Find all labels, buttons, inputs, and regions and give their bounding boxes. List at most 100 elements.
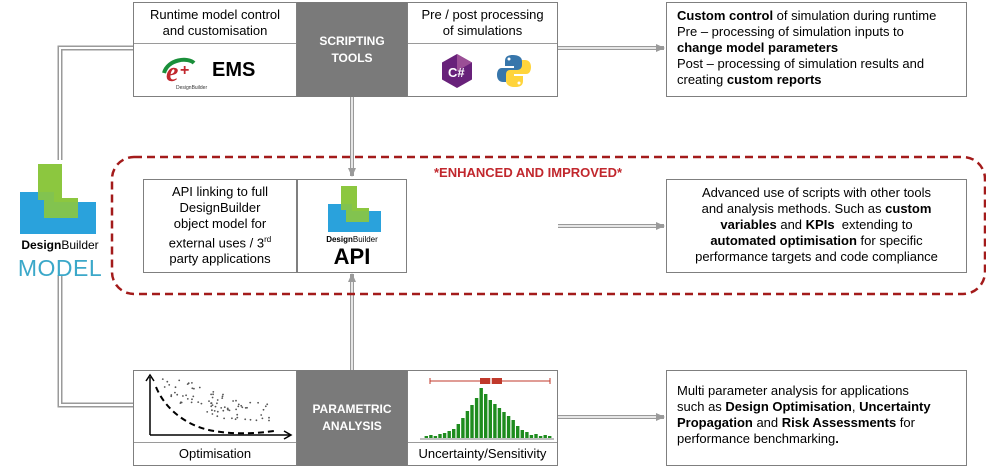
histogram-bar (479, 388, 483, 438)
scatter-dot (211, 404, 214, 406)
scatter-dot (212, 393, 214, 396)
uncertainty-histogram (420, 377, 554, 440)
scripting-right-cell: Pre / post processing of simulations C# (407, 2, 558, 97)
histogram-bar (538, 436, 543, 438)
histogram-bar (470, 405, 474, 438)
histogram-bar (442, 433, 447, 438)
scripting-band-line1: SCRIPTING (319, 33, 385, 48)
scatter-dot (190, 401, 193, 404)
histogram-bar (534, 434, 538, 438)
model-to-scripting-line (57, 45, 133, 160)
scatter-dot (170, 395, 173, 398)
designbuilder-api-logo-icon (328, 186, 381, 232)
scripting-right-label-line1: Pre / post processing (421, 7, 544, 22)
ems-small-label: DesignBuilder (176, 85, 207, 91)
scatter-dot (186, 398, 189, 400)
scatter-dot (257, 401, 259, 404)
scatter-dot (268, 419, 270, 422)
scatter-dot (182, 395, 184, 397)
api-logo-cell: DesignBuilder API (297, 179, 407, 273)
parametric-band-line2: ANALYSIS (322, 419, 382, 433)
histogram-bar (452, 429, 456, 438)
optimisation-plot-icon (145, 373, 293, 440)
api-label: API (333, 244, 371, 269)
scatter-dot (210, 393, 212, 396)
parametric-left-cell: Optimisation (133, 370, 297, 466)
scatter-dot (255, 419, 258, 422)
scatter-dot (216, 402, 218, 405)
scatter-dot (211, 413, 214, 415)
scatter-dot (163, 386, 166, 388)
scatter-dot (222, 393, 224, 396)
histogram-bar (548, 436, 552, 438)
scatter-dot (176, 393, 179, 396)
histogram-bar (488, 400, 492, 438)
scripting-band-line2: TOOLS (331, 50, 373, 65)
scatter-dot (166, 380, 169, 383)
scatter-dot (191, 398, 193, 401)
scatter-dot (178, 379, 181, 382)
histogram-bar (543, 435, 547, 438)
histogram-bar (429, 435, 433, 438)
scatter-dot (216, 399, 219, 401)
scatter-dot (244, 407, 247, 409)
scatter-dot (191, 387, 194, 390)
scatter-dot (240, 404, 243, 407)
designbuilder-logo-icon (20, 164, 96, 234)
python-logo-icon (497, 55, 531, 87)
scatter-dot (221, 395, 224, 398)
scatter-dot (186, 383, 189, 385)
histogram-bar (502, 412, 506, 438)
scatter-dot (197, 401, 200, 403)
api-logo-brand: DesignBuilder (326, 235, 378, 244)
scripting-right-label-line2: of simulations (442, 23, 523, 38)
scripting-tools-band: SCRIPTING TOOLS (297, 2, 407, 97)
scatter-dot (234, 418, 237, 421)
scatter-dot (170, 394, 173, 396)
histogram-bar (456, 424, 460, 438)
scripting-left-cell: Runtime model control and customisation … (133, 2, 297, 97)
scatter-dot (268, 416, 270, 419)
scatter-dot (223, 417, 225, 420)
scatter-dot (222, 409, 225, 412)
scatter-dot (231, 417, 233, 420)
scatter-dot (213, 410, 216, 412)
scatter-dot (249, 418, 252, 421)
scatter-dot (236, 413, 239, 416)
scatter-dot (161, 378, 164, 380)
scatter-dot (237, 403, 240, 406)
api-left-cell: API linking to full DesignBuilder object… (143, 179, 297, 273)
svg-text:+: + (180, 62, 189, 79)
scripting-left-label-line2: and customisation (162, 23, 268, 38)
histogram-bar (516, 426, 520, 438)
parametric-analysis-band: PARAMETRIC ANALYSIS (297, 370, 407, 466)
scatter-dot (200, 402, 203, 405)
scatter-dot (214, 405, 217, 408)
scatter-dot (260, 414, 263, 416)
scatter-dot (246, 406, 248, 409)
scatter-dot (206, 411, 209, 413)
histogram-bar (493, 404, 497, 438)
parametric-description: Multi parameter analysis for application… (666, 370, 967, 466)
scatter-dot (262, 408, 265, 411)
histogram-bar (525, 432, 529, 438)
scatter-dot (244, 418, 247, 421)
scatter-dot (220, 407, 223, 409)
optimisation-caption: Optimisation (178, 446, 252, 461)
scatter-dot (174, 386, 177, 389)
scatter-dot (208, 400, 210, 402)
scatter-dot (216, 415, 219, 418)
scatter-dot (232, 400, 234, 402)
scatter-dot (235, 399, 237, 402)
histogram-bar (424, 436, 428, 438)
scatter-dot (266, 403, 269, 406)
histogram-bar (461, 418, 465, 438)
enhanced-banner: *ENHANCED AND IMPROVED* (434, 165, 623, 180)
enhanced-region-outline (110, 155, 986, 296)
svg-text:e: e (166, 57, 178, 88)
histogram-bar (506, 416, 511, 438)
csharp-logo-icon: C# (442, 54, 472, 88)
scatter-dot (249, 401, 252, 404)
histogram-bar (433, 436, 438, 438)
scatter-dot (237, 405, 240, 408)
